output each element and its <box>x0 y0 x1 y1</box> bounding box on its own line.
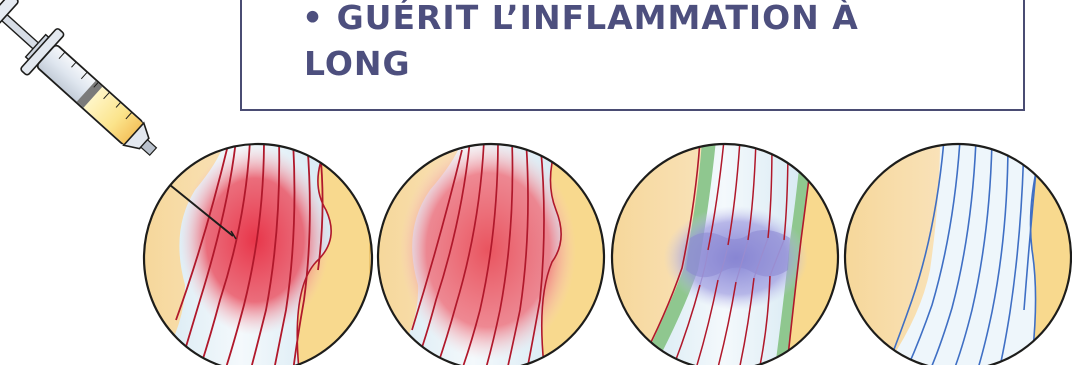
syringe-icon <box>0 0 172 172</box>
panel-inflamed <box>375 140 610 365</box>
panel-healing <box>610 140 845 365</box>
panel-injection <box>140 140 380 365</box>
panel-healed <box>845 140 1072 365</box>
